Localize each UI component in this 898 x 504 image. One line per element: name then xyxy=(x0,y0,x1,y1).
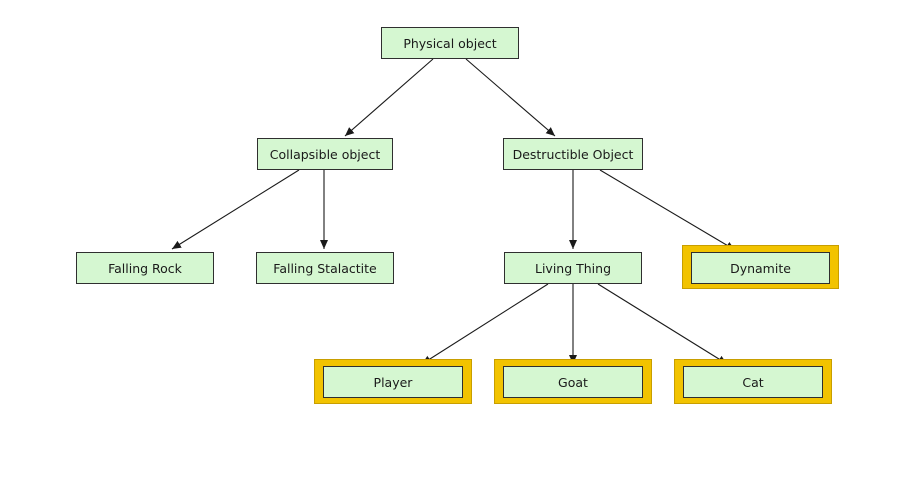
node-destructible-object: Destructible Object xyxy=(503,138,643,170)
node-label: Cat xyxy=(742,374,764,390)
edge-destructible-to-dynamite xyxy=(599,169,736,251)
node-collapsible-object: Collapsible object xyxy=(257,138,393,170)
node-living-thing: Living Thing xyxy=(504,252,642,284)
node-label: Destructible Object xyxy=(512,146,634,162)
edge-collapsible-to-falling-rock xyxy=(171,169,300,250)
node-label: Living Thing xyxy=(534,260,612,276)
node-label: Player xyxy=(373,374,413,390)
highlight-player: Player xyxy=(314,359,472,404)
node-label: Collapsible object xyxy=(269,146,381,162)
edge-physical-to-destructible xyxy=(465,58,556,137)
node-label: Dynamite xyxy=(730,260,791,276)
node-goat: Goat xyxy=(503,366,643,398)
node-dynamite: Dynamite xyxy=(691,252,830,284)
node-label: Goat xyxy=(558,374,588,390)
node-falling-rock: Falling Rock xyxy=(76,252,214,284)
node-physical-object: Physical object xyxy=(381,27,519,59)
node-label: Falling Rock xyxy=(108,260,182,276)
node-label: Falling Stalactite xyxy=(273,260,377,276)
highlight-goat: Goat xyxy=(494,359,652,404)
node-player: Player xyxy=(323,366,463,398)
node-cat: Cat xyxy=(683,366,823,398)
highlight-cat: Cat xyxy=(674,359,832,404)
node-falling-stalactite: Falling Stalactite xyxy=(256,252,394,284)
edge-physical-to-collapsible xyxy=(344,58,434,137)
node-label: Physical object xyxy=(403,35,497,51)
edge-living-thing-to-cat xyxy=(597,283,728,365)
edge-living-thing-to-player xyxy=(421,283,549,365)
highlight-dynamite: Dynamite xyxy=(682,245,839,289)
